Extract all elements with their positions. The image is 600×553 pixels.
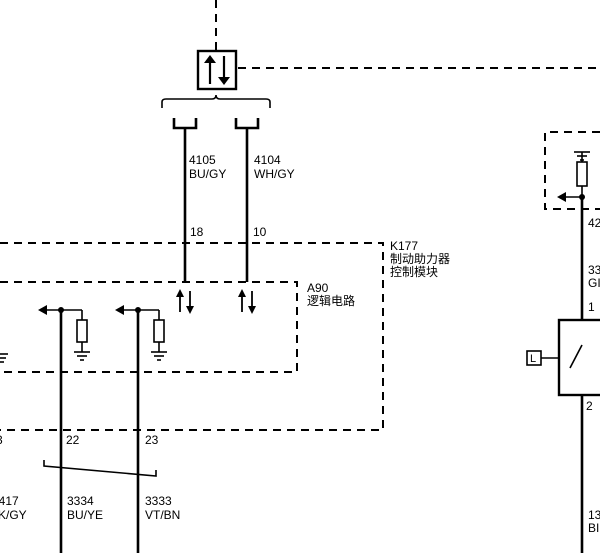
l-indicator-box bbox=[526, 350, 542, 366]
pin-22-label: 22 bbox=[66, 433, 80, 447]
right-circuit-bottom: 13 bbox=[588, 508, 600, 522]
pin-10-label: 10 bbox=[253, 225, 267, 239]
wire-3333-circuit: 3333 bbox=[145, 494, 172, 508]
wire-4105-color: BU/GY bbox=[189, 167, 226, 181]
ground-icon bbox=[74, 351, 90, 361]
bidirectional-arrow-icon bbox=[238, 289, 256, 314]
k177-name-line2: 控制模块 bbox=[390, 265, 438, 279]
k177-name-line1: 制动助力器 bbox=[390, 252, 450, 266]
connector-terminal-4104 bbox=[234, 118, 260, 130]
connector-terminal-4105 bbox=[172, 118, 198, 130]
k177-module-boundary bbox=[0, 242, 384, 431]
wire-4105-circuit: 4105 bbox=[189, 153, 216, 167]
k177-id: K177 bbox=[390, 239, 418, 253]
wire-4104-color: WH/GY bbox=[254, 167, 295, 181]
a90-logic-boundary bbox=[0, 281, 298, 373]
right-circuit-top: 33 bbox=[588, 263, 600, 277]
wire-3333-color: VT/BN bbox=[145, 508, 180, 522]
right-pin-1-label: 1 bbox=[588, 300, 595, 314]
right-color-top: GI bbox=[588, 276, 600, 290]
pin-18-label: 18 bbox=[190, 225, 204, 239]
connector-brace bbox=[161, 94, 271, 108]
right-module-boundary bbox=[544, 131, 600, 210]
wire-3334-circuit: 3334 bbox=[67, 494, 94, 508]
right-pin-top-label: 42 bbox=[588, 216, 600, 230]
twisted-pair-marker bbox=[43, 460, 157, 477]
a90-id: A90 bbox=[307, 281, 329, 295]
pin-23-label: 23 bbox=[145, 433, 159, 447]
right-color-bottom: BI bbox=[588, 521, 599, 535]
switch-component-box bbox=[557, 318, 600, 397]
serial-data-icon bbox=[196, 49, 238, 91]
wire-4104-circuit: 4104 bbox=[254, 153, 281, 167]
ground-icon bbox=[151, 351, 167, 361]
bidirectional-arrow-icon bbox=[176, 289, 194, 314]
wire-3334-color: BU/YE bbox=[67, 508, 103, 522]
ground-icon bbox=[574, 151, 590, 161]
switch-contact bbox=[569, 344, 583, 369]
l-indicator-label: L bbox=[530, 353, 536, 365]
wire-3417-color: BK/GY bbox=[0, 508, 27, 522]
ground-icon bbox=[0, 353, 8, 363]
right-pin-2-label: 2 bbox=[586, 399, 593, 413]
pin-3-label: 3 bbox=[0, 433, 3, 447]
a90-name: 逻辑电路 bbox=[307, 293, 355, 308]
